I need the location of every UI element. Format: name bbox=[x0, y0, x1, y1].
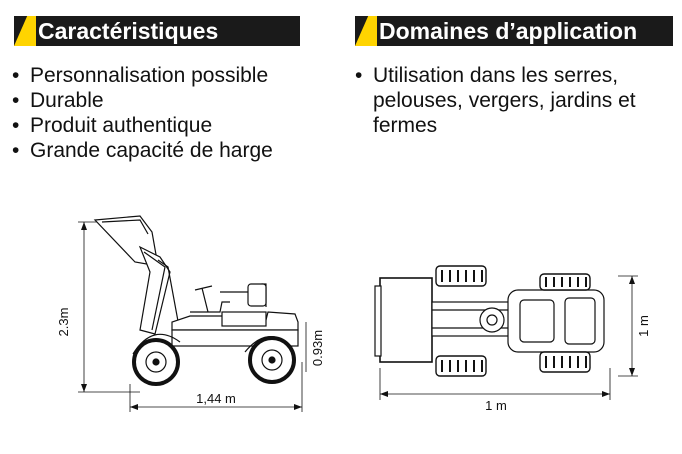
list-item: Durable bbox=[8, 88, 328, 113]
features-list: Personnalisation possible Durable Produi… bbox=[8, 63, 328, 163]
top-view-diagram: 1 m 1 m bbox=[374, 265, 651, 413]
side-view-diagram: 2.3m 0.93m 1,44 m bbox=[56, 215, 325, 412]
side-length-label: 1,44 m bbox=[196, 391, 236, 406]
feature-text: Personnalisation possible bbox=[30, 64, 269, 87]
applications-header: Domaines d’application bbox=[355, 16, 673, 46]
top-depth-label: 1 m bbox=[636, 315, 651, 337]
applications-list: Utilisation dans les serres, pelouses, v… bbox=[351, 63, 682, 138]
list-item: Utilisation dans les serres, pelouses, v… bbox=[351, 63, 682, 138]
feature-text: Durable bbox=[30, 89, 104, 112]
header-accent-stripe bbox=[355, 16, 377, 46]
side-height-label: 2.3m bbox=[56, 308, 71, 337]
top-width-label: 1 m bbox=[485, 398, 507, 413]
features-title: Caractéristiques bbox=[38, 18, 219, 44]
list-item: Produit authentique bbox=[8, 113, 328, 138]
applications-title: Domaines d’application bbox=[379, 18, 638, 44]
application-text: Utilisation dans les serres, pelouses, v… bbox=[373, 64, 636, 137]
header-accent-stripe bbox=[14, 16, 36, 46]
features-header: Caractéristiques bbox=[14, 16, 300, 46]
list-item: Personnalisation possible bbox=[8, 63, 328, 88]
feature-text: Produit authentique bbox=[30, 114, 213, 137]
list-item: Grande capacité de harge bbox=[8, 138, 328, 163]
feature-text: Grande capacité de harge bbox=[30, 139, 273, 162]
side-body-height-label: 0.93m bbox=[310, 330, 325, 366]
